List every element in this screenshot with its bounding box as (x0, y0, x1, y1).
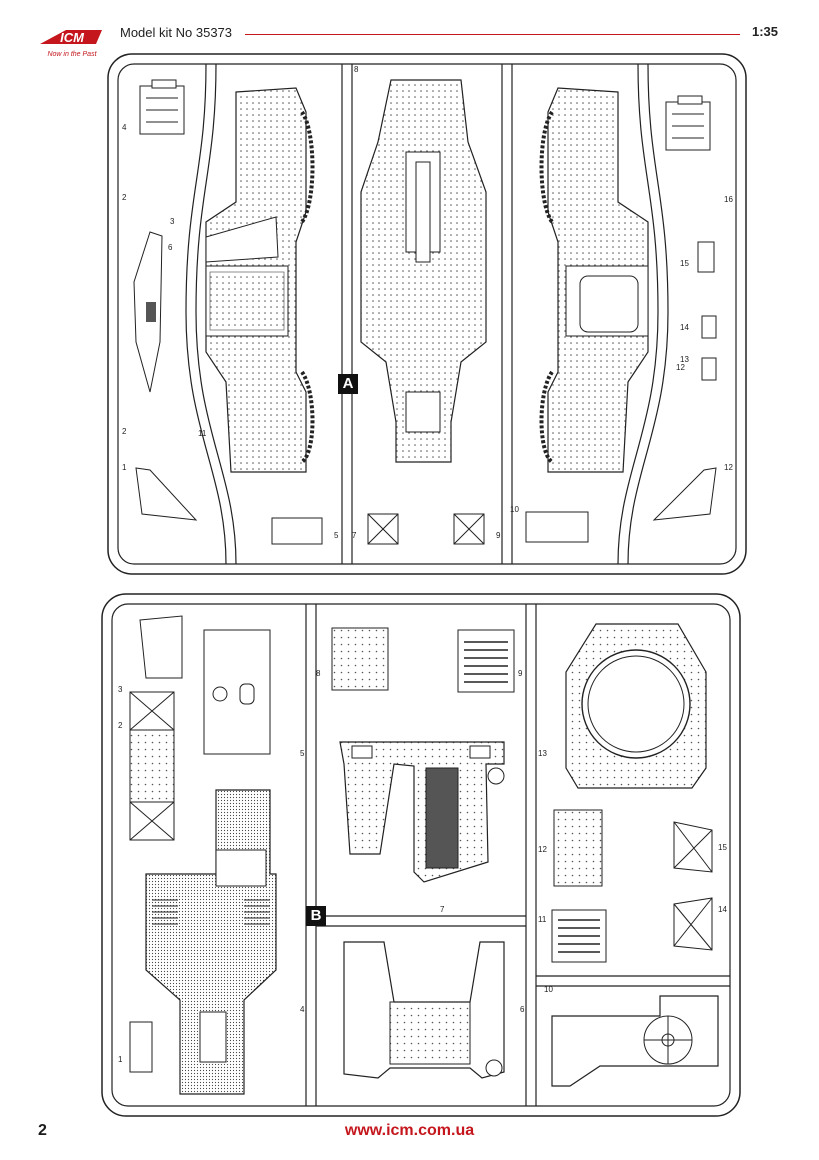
part-number: 12 (724, 463, 733, 472)
part-number: 8 (354, 65, 359, 74)
right-hull-side-panel (539, 87, 649, 473)
part-number: 3 (118, 685, 123, 694)
part-number: 12 (676, 363, 685, 372)
part-number: 9 (496, 531, 501, 540)
part-number: 12 (538, 845, 547, 854)
small-part-a13 (701, 357, 717, 381)
part-number: 2 (122, 193, 127, 202)
part-number: 4 (122, 123, 127, 132)
part-number: 5 (334, 531, 339, 540)
armor-panel-b2 (129, 691, 175, 841)
small-part-b1 (129, 1021, 153, 1073)
part-number: 6 (168, 243, 173, 252)
part-number: 7 (440, 905, 445, 914)
sprue-b-label: B (306, 906, 326, 926)
rear-armor-assembly (343, 941, 505, 1079)
part-number: 14 (680, 323, 689, 332)
engine-block-left (139, 79, 185, 135)
part-number: 16 (724, 195, 733, 204)
part-number: 13 (538, 749, 547, 758)
part-number: 9 (518, 669, 523, 678)
sprue-a-part-numbers: 4 2 3 2 1 5 8 7 9 10 16 15 14 13 12 12 6… (122, 65, 733, 540)
front-armor-assembly (339, 741, 505, 883)
page-number: 2 (38, 1122, 47, 1139)
part-number: 8 (316, 669, 321, 678)
kit-number-label: Model kit No 35373 (120, 25, 233, 40)
part-number: 4 (300, 1005, 305, 1014)
side-plate-b12 (553, 809, 603, 887)
part-number: 2 (118, 721, 123, 730)
sprue-a-frame: 4 2 3 2 1 5 8 7 9 10 16 15 14 13 12 12 6… (106, 52, 748, 576)
hatch-b14 (673, 897, 713, 951)
mudguard-left-detail (146, 302, 156, 322)
header-divider (245, 34, 740, 35)
part-number: 14 (718, 905, 727, 914)
central-hull-floor (360, 79, 487, 463)
turret-ring-plate (565, 623, 707, 789)
small-part-a15 (697, 241, 715, 273)
part-number: 1 (122, 463, 127, 472)
part-number: 10 (510, 505, 519, 514)
fender-right (652, 467, 717, 521)
part-number: 11 (538, 915, 547, 924)
part-number: 13 (680, 355, 689, 364)
part-number: 2 (122, 427, 127, 436)
svg-text:ICM: ICM (60, 30, 85, 45)
part-number: 7 (352, 531, 357, 540)
part-number: 11 (198, 429, 207, 438)
small-part-a14 (701, 315, 717, 339)
hatch-b13 (673, 821, 713, 873)
part-number: 3 (170, 217, 175, 226)
part-number: 15 (680, 259, 689, 268)
engine-block-right (665, 95, 711, 151)
icm-logo: ICM Now in the Past (36, 22, 106, 62)
grille-part-b9 (457, 629, 515, 693)
website-link[interactable]: www.icm.com.ua (344, 1122, 475, 1139)
bracket-part-a7 (271, 517, 323, 545)
part-number: 1 (118, 1055, 123, 1064)
part-number: 15 (718, 843, 727, 852)
part-number: 5 (300, 749, 305, 758)
part-number: 10 (544, 985, 553, 994)
page-header: ICM Now in the Past Model kit No 35373 1… (0, 0, 819, 60)
fender-left (135, 467, 198, 521)
bracket-part-a10 (525, 511, 589, 543)
part-number: 6 (520, 1005, 525, 1014)
fan-housing-b10 (551, 995, 719, 1087)
left-hull-side-panel (205, 87, 315, 473)
armor-plate-b1 (139, 615, 183, 679)
scale-label: 1:35 (752, 24, 779, 39)
sprue-a-label: A (338, 374, 358, 394)
sprue-b-part-numbers: 1 2 3 4 5 6 7 8 9 10 11 12 13 14 15 (118, 669, 727, 1064)
hatch-plate-b8 (331, 627, 389, 691)
sprue-b-frame: 1 2 3 4 5 6 7 8 9 10 11 12 13 14 15 B (100, 592, 742, 1118)
svg-text:Now in the Past: Now in the Past (47, 51, 97, 58)
